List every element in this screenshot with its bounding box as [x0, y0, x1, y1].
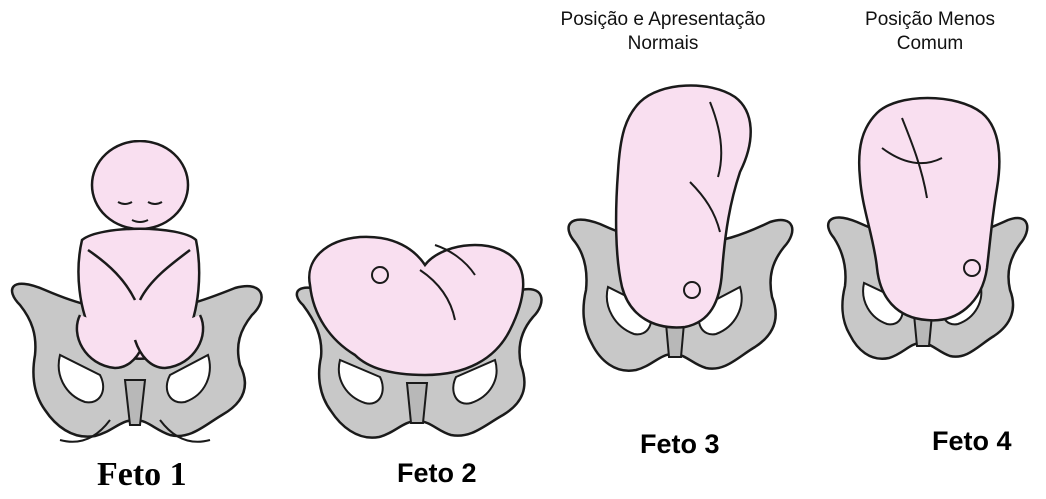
heading-feto-4-line-2: Comum: [850, 32, 1010, 56]
figure-feto-2: [285, 225, 555, 450]
heading-feto-3-line-2: Normais: [548, 32, 778, 56]
caption-feto-2: Feto 2: [397, 458, 477, 489]
caption-feto-3: Feto 3: [640, 429, 720, 460]
fetus-illustration: [77, 141, 203, 368]
heading-feto-4: Posição Menos Comum: [850, 8, 1010, 56]
figure-feto-1: [0, 140, 275, 450]
caption-feto-1: Feto 1: [97, 456, 187, 494]
figure-feto-3: [560, 72, 800, 412]
heading-feto-4-line-1: Posição Menos: [850, 8, 1010, 32]
heading-feto-3-line-1: Posição e Apresentação: [548, 8, 778, 32]
caption-feto-4: Feto 4: [932, 426, 1012, 457]
heading-feto-3: Posição e Apresentação Normais: [548, 8, 778, 56]
figure-feto-4: [822, 88, 1037, 403]
fetus-illustration: [859, 98, 999, 320]
